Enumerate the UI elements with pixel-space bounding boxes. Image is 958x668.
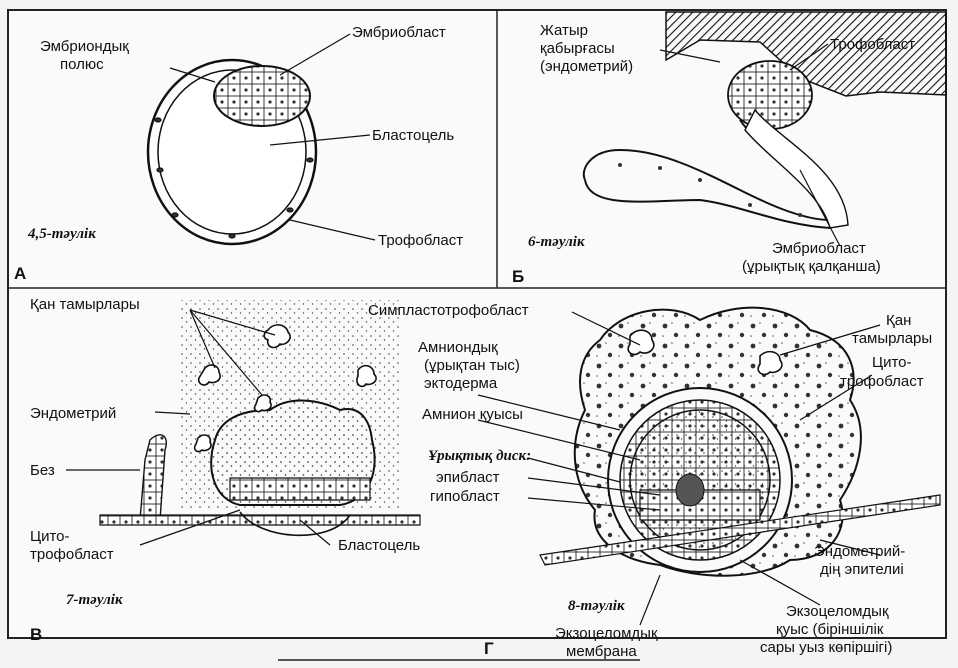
label-syncytiotrophoblast: Симпластотрофобласт [368,302,529,319]
label-germ-disc: Ұрықтық диск: [428,448,531,465]
blastocyst-drawing [148,60,316,244]
label-trophoblast-b: Трофобласт [830,36,915,53]
label-amniotic-ectoderm-line2: (ұрықтан тыс) [424,357,520,374]
label-day-d: 8-тәулік [568,598,625,615]
label-embryoblast-b-line1: Эмбриобласт [772,240,866,257]
label-cytotrophoblast-d-line2: трофобласт [840,373,924,390]
label-embryonic-pole-line1: Эмбриондық [40,38,129,55]
label-cytotrophoblast-c-line2: трофобласт [30,546,114,563]
label-uterine-wall-line1: Жатыр [540,22,588,39]
label-blastocoel-a: Бластоцель [372,127,454,144]
label-exocoelomic-cavity-line3: сары уыз көпіршігі) [760,639,892,656]
label-endometrial-epithelium-line1: Эндометрий- [814,543,905,560]
label-amnion-cavity: Амнион қуысы [422,406,523,423]
label-cytotrophoblast-d-line1: Цито- [872,354,912,371]
label-gland-c: Без [30,462,55,479]
label-exocoelomic-cavity-line1: Экзоцеломдық [786,603,889,620]
label-blood-vessels-d-line1: Қан [886,312,911,329]
label-uterine-wall-line3: (эндометрий) [540,58,633,75]
label-cytotrophoblast-c-line1: Цито- [30,528,70,545]
label-endometrium-c: Эндометрий [30,405,116,422]
panel-letter-b: Б [512,268,524,285]
label-day-b: 6-тәулік [528,234,585,251]
label-day-c: 7-тәулік [66,592,123,609]
label-epiblast: эпибласт [436,469,500,486]
label-blood-vessels-d-line2: тамырлары [852,330,932,347]
label-exocoelomic-membrane-line2: мембрана [566,643,637,660]
label-embryoblast-b-line2: (ұрықтық қалқанша) [742,258,881,275]
label-day-a: 4,5-тәулік [28,226,96,243]
panel-letter-a: А [14,265,26,282]
label-hypoblast: гипобласт [430,488,500,505]
label-exocoelomic-cavity-line2: қуыс (біріншілік [776,621,883,638]
label-embryoblast-a: Эмбриобласт [352,24,446,41]
label-trophoblast-a: Трофобласт [378,232,463,249]
label-exocoelomic-membrane-line1: Экзоцеломдық [555,625,658,642]
label-blastocoel-c: Бластоцель [338,537,420,554]
label-endometrial-epithelium-line2: дің эпителиі [820,561,904,578]
label-amniotic-ectoderm-line1: Амниондық [418,339,498,356]
label-uterine-wall-line2: қабырғасы [540,40,615,57]
label-amniotic-ectoderm-line3: эктодерма [424,375,497,392]
label-embryonic-pole-line2: полюс [60,56,104,73]
label-blood-vessels-c: Қан тамырлары [30,296,140,313]
panel-letter-d: Г [484,640,494,657]
panel-letter-c: В [30,626,42,643]
